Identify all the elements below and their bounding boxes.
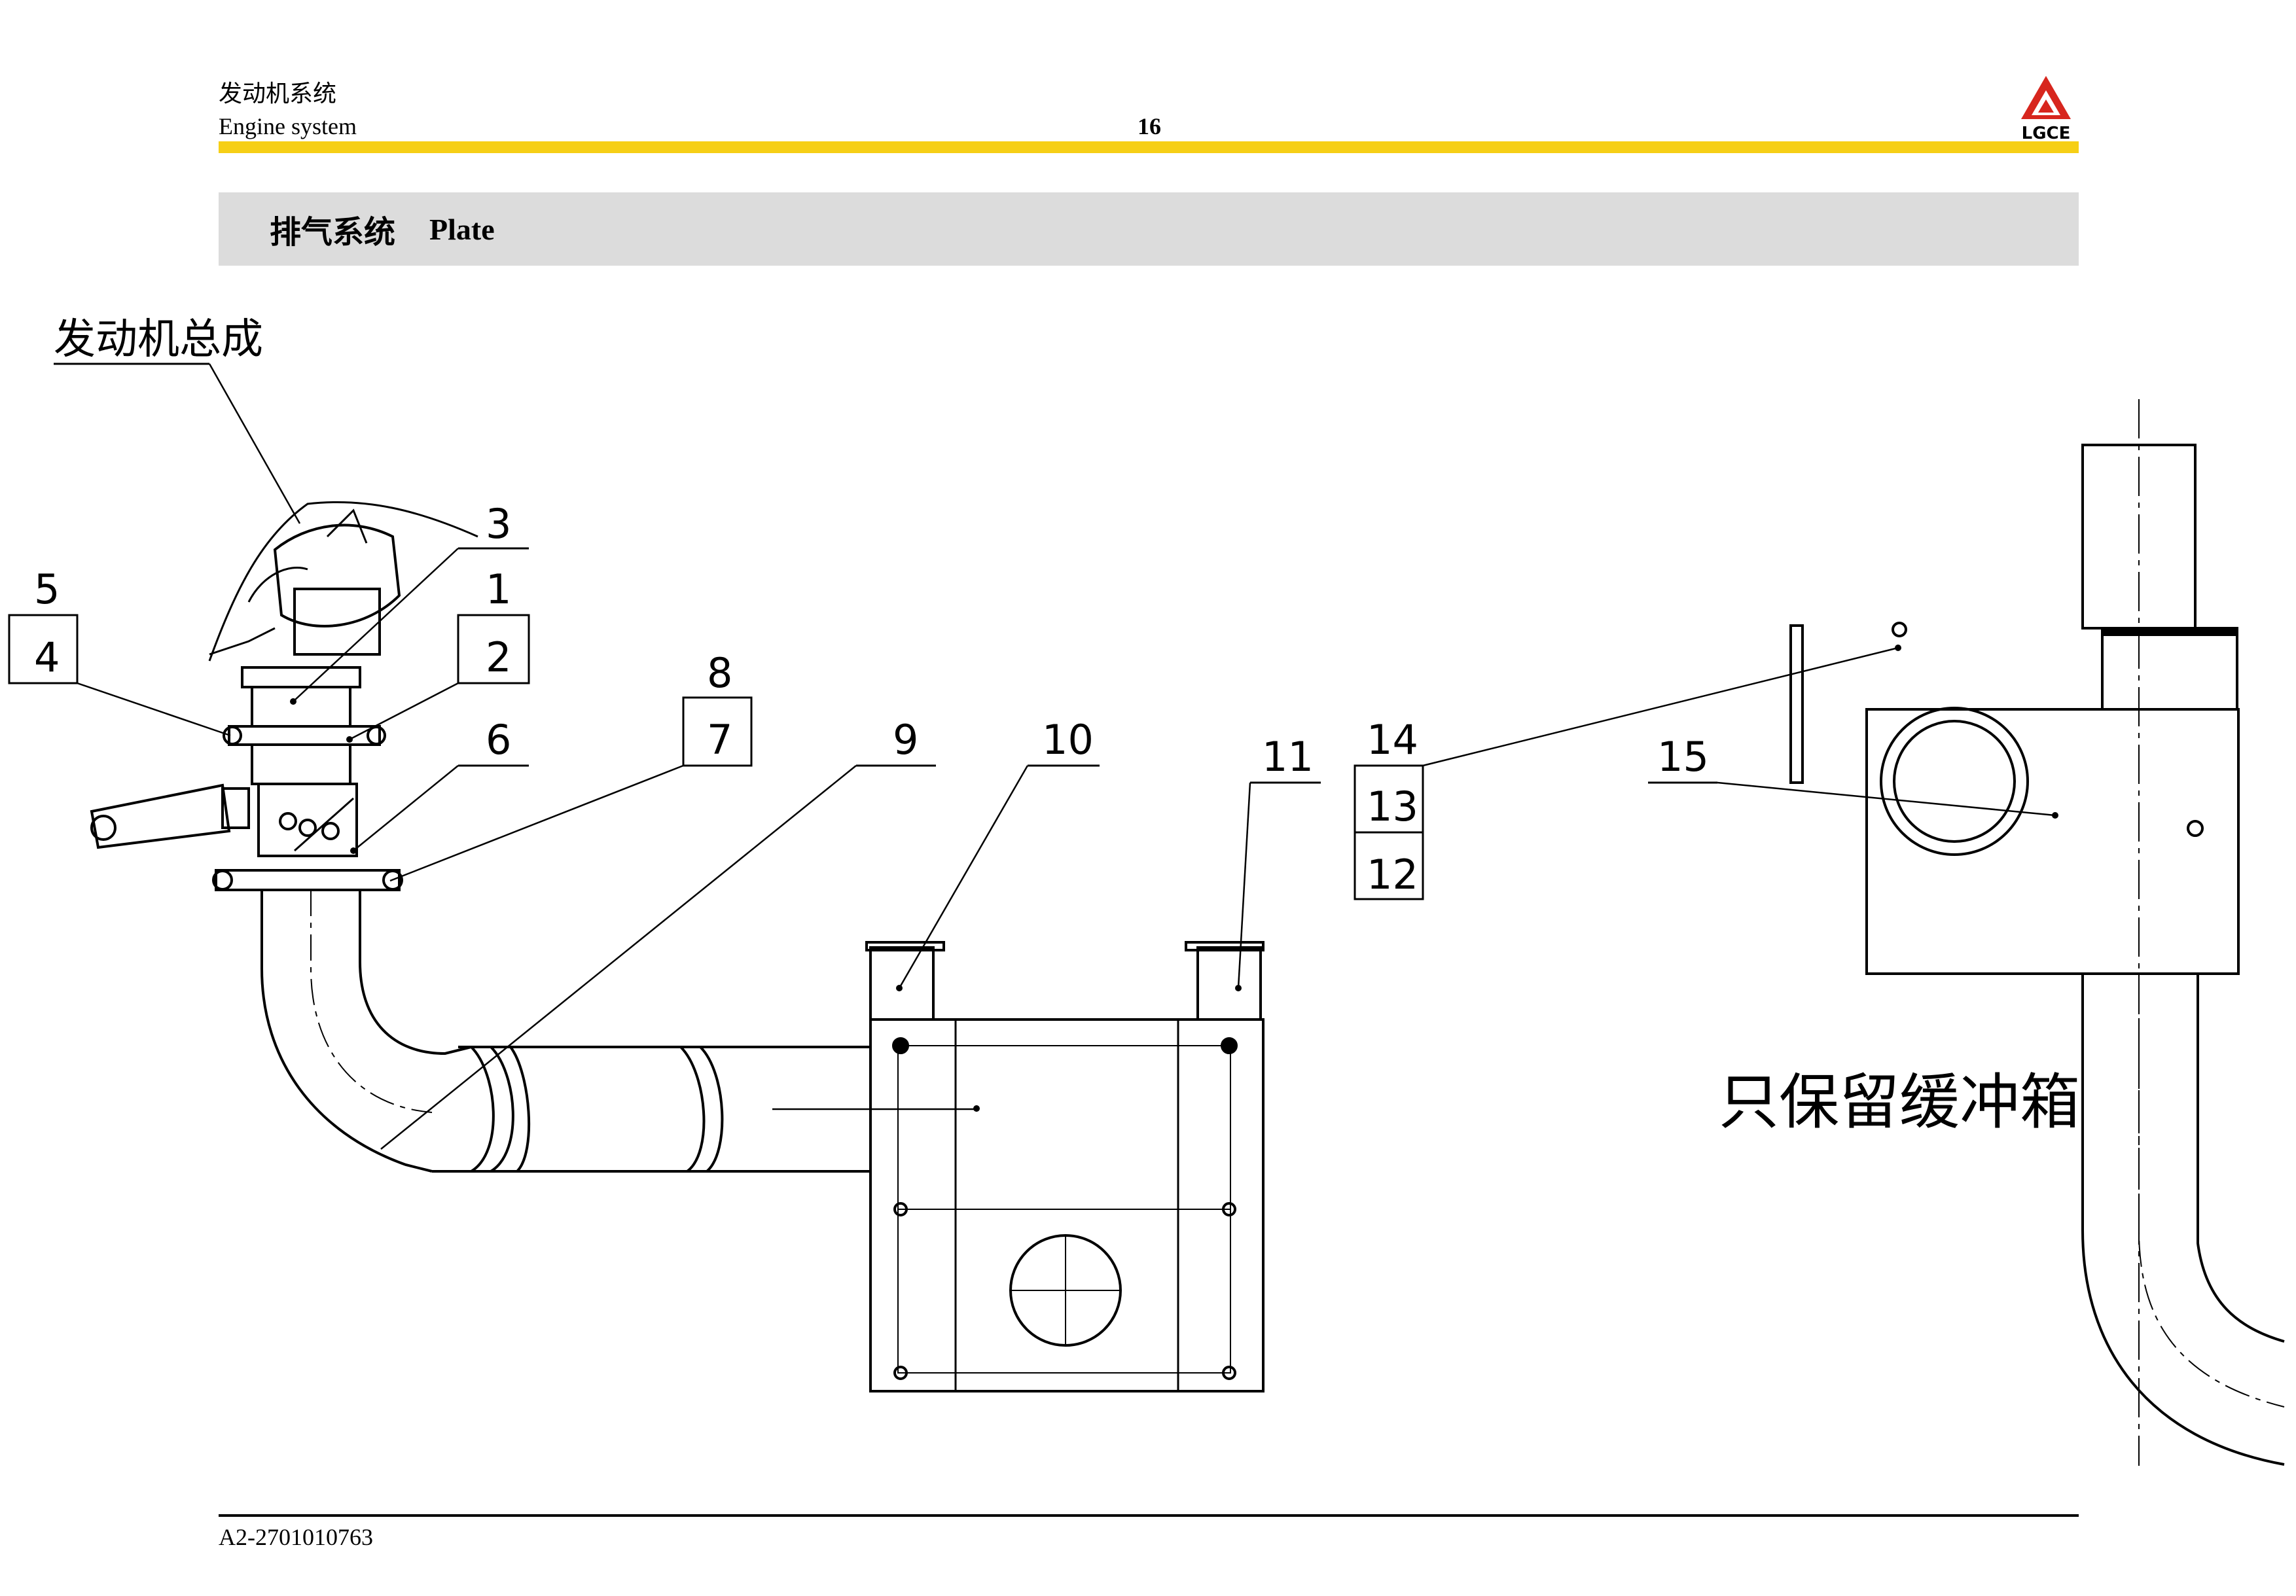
engine-assembly-label: 发动机总成 xyxy=(54,315,263,364)
callout-11: 11 xyxy=(1262,733,1314,781)
lgce-logo-icon: LGCE xyxy=(2021,76,2071,141)
header-title-cn: 发动机系统 xyxy=(219,80,337,107)
header-yellow-rule xyxy=(219,141,2079,153)
exhaust-system-drawing: 发动机总成 xyxy=(8,315,2285,1466)
header-title-en: Engine system xyxy=(219,113,357,139)
callout-8: 8 xyxy=(707,649,732,697)
page-number: 16 xyxy=(1138,113,1161,139)
callout-15: 15 xyxy=(1657,733,1709,781)
section-title-en: Plate xyxy=(429,212,495,246)
section-title-cn: 排气系统 xyxy=(270,214,396,251)
muffler-box xyxy=(865,941,1265,1392)
buffer-box-assembly xyxy=(1789,399,2285,1466)
callout-1: 1 xyxy=(486,565,511,613)
buffer-box-note: 只保留缓冲箱 xyxy=(1719,1067,2080,1137)
callout-13: 13 xyxy=(1367,783,1418,830)
callout-9: 9 xyxy=(893,716,918,764)
callout-3: 3 xyxy=(486,500,511,548)
callout-5: 5 xyxy=(34,565,60,613)
callout-10: 10 xyxy=(1042,716,1094,764)
footer-rule xyxy=(219,1514,2079,1517)
logo-text: LGCE xyxy=(2022,124,2071,141)
callout-7: 7 xyxy=(707,716,732,764)
callout-6: 6 xyxy=(486,716,511,764)
flange-assembly xyxy=(212,666,403,891)
callout-2: 2 xyxy=(486,633,511,681)
callout-4: 4 xyxy=(34,633,60,681)
exhaust-elbow-pipe xyxy=(260,890,975,1173)
exhaust-brake-actuator xyxy=(90,783,250,849)
callout-14: 14 xyxy=(1367,716,1418,764)
section-bar: 排气系统 Plate xyxy=(219,192,2079,266)
callout-12: 12 xyxy=(1367,851,1418,898)
engine-outline xyxy=(208,501,478,662)
document-number: A2-2701010763 xyxy=(219,1524,373,1550)
